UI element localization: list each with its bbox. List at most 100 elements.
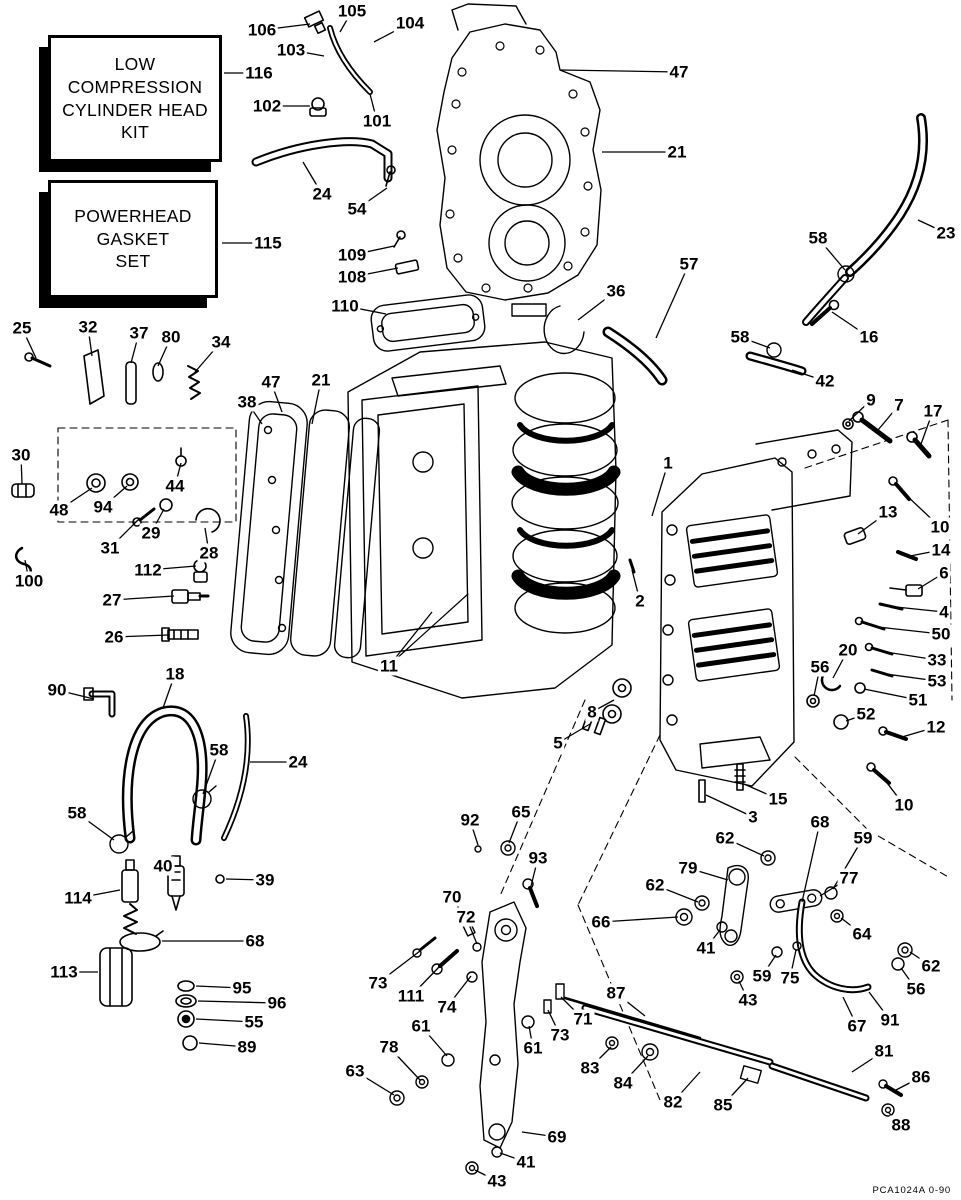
callout-109: 109: [335, 245, 369, 265]
callout-51: 51: [906, 690, 930, 710]
callout-8: 8: [585, 702, 599, 722]
callout-27: 27: [100, 590, 124, 610]
callout-31: 31: [98, 538, 122, 558]
callout-92: 92: [458, 810, 482, 830]
callout-81: 81: [872, 1041, 896, 1061]
callout-95: 95: [230, 978, 254, 998]
callout-85: 85: [711, 1095, 735, 1115]
callout-59: 59: [750, 966, 774, 986]
callout-116: 116: [243, 63, 275, 83]
callout-58: 58: [806, 228, 830, 248]
leader-line-3: [705, 794, 754, 818]
callout-18: 18: [163, 664, 187, 684]
callout-26: 26: [102, 627, 126, 647]
callout-39: 39: [253, 870, 277, 890]
callout-88: 88: [889, 1115, 913, 1135]
callout-84: 84: [611, 1073, 635, 1093]
callout-96: 96: [265, 993, 289, 1013]
callout-112: 112: [132, 560, 164, 580]
callout-52: 52: [854, 704, 878, 724]
callout-1: 1: [661, 453, 675, 473]
callout-41: 41: [514, 1152, 538, 1172]
cylinder-block-drawing: [347, 341, 621, 699]
callout-50: 50: [929, 624, 953, 644]
callout-2: 2: [633, 591, 647, 611]
callout-111: 111: [395, 986, 427, 1006]
callout-78: 78: [377, 1037, 401, 1057]
callout-56: 56: [808, 657, 832, 677]
callout-61: 61: [409, 1016, 433, 1036]
callout-70: 70: [440, 887, 464, 907]
callout-63: 63: [343, 1061, 367, 1081]
crankcase-half-drawing: [659, 429, 853, 787]
callout-73: 73: [366, 973, 390, 993]
callout-24: 24: [310, 184, 334, 204]
drawing-reference-code: PCA1024A 0-90: [872, 1185, 951, 1196]
callout-94: 94: [91, 497, 115, 517]
callout-44: 44: [163, 476, 187, 496]
callout-82: 82: [661, 1092, 685, 1112]
cylinder-head-drawing: [436, 3, 602, 317]
callout-3: 3: [746, 807, 760, 827]
leader-line-96: [197, 1000, 278, 1004]
callout-43: 43: [485, 1171, 509, 1191]
callout-59: 59: [851, 828, 875, 848]
callout-14: 14: [929, 540, 953, 560]
callout-20: 20: [836, 640, 860, 660]
callout-103: 103: [274, 40, 308, 60]
callout-13: 13: [876, 502, 900, 522]
callout-71: 71: [571, 1009, 595, 1029]
powerhead-gasket-set-box: POWERHEAD GASKET SET: [48, 180, 218, 298]
callout-38: 38: [235, 392, 259, 412]
callout-30: 30: [9, 445, 33, 465]
callout-47: 47: [259, 372, 283, 392]
callout-62: 62: [713, 828, 737, 848]
callout-42: 42: [813, 371, 837, 391]
callout-10: 10: [892, 795, 916, 815]
powerhead-gasket-set-label: POWERHEAD GASKET SET: [74, 205, 192, 272]
callout-67: 67: [845, 1016, 869, 1036]
callout-75: 75: [778, 968, 802, 988]
shift-linkage-drawing: [389, 840, 913, 1175]
callout-48: 48: [47, 500, 71, 520]
callout-62: 62: [643, 875, 667, 895]
callout-33: 33: [925, 650, 949, 670]
callout-104: 104: [393, 13, 427, 33]
leader-line-68: [801, 821, 821, 903]
low-compression-kit-label: LOW COMPRESSION CYLINDER HEAD KIT: [62, 54, 208, 143]
callout-58: 58: [728, 327, 752, 347]
callout-43: 43: [736, 990, 760, 1010]
callout-72: 72: [454, 907, 478, 927]
callout-102: 102: [250, 96, 284, 116]
callout-21: 21: [665, 142, 689, 162]
callout-53: 53: [925, 671, 949, 691]
callout-11: 11: [378, 656, 400, 676]
callout-54: 54: [345, 199, 369, 219]
callout-113: 113: [48, 962, 80, 982]
callout-114: 114: [62, 888, 94, 908]
callout-65: 65: [509, 802, 533, 822]
hoses-drawing: [109, 25, 929, 854]
callout-5: 5: [551, 733, 565, 753]
callout-47: 47: [667, 62, 691, 82]
leader-line-57: [655, 263, 690, 339]
callout-62: 62: [919, 956, 943, 976]
callout-90: 90: [45, 680, 69, 700]
callout-40: 40: [151, 856, 175, 876]
callout-21: 21: [309, 370, 333, 390]
callout-23: 23: [934, 223, 958, 243]
callout-25: 25: [10, 318, 34, 338]
callout-74: 74: [435, 997, 459, 1017]
callout-6: 6: [937, 563, 951, 583]
callout-86: 86: [909, 1067, 933, 1087]
callout-56: 56: [904, 979, 928, 999]
callout-79: 79: [676, 858, 700, 878]
callout-73: 73: [548, 1025, 572, 1045]
callout-28: 28: [197, 543, 221, 563]
callout-24: 24: [286, 752, 310, 772]
callout-10: 10: [928, 517, 952, 537]
callout-7: 7: [892, 395, 906, 415]
